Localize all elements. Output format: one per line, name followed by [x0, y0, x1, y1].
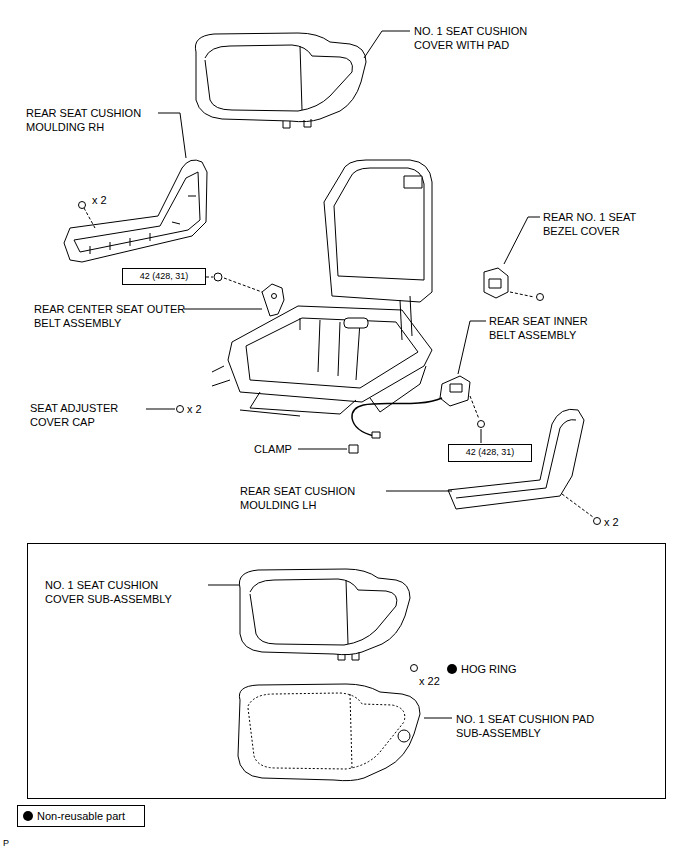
- part-label: NO. 1 SEAT CUSHION PAD SUB-ASSEMBLY: [456, 712, 596, 740]
- moulding-rh: [64, 160, 207, 262]
- cover-cap: [177, 406, 184, 413]
- cushion-cover-sub: [239, 569, 410, 660]
- part-label: HOG RING: [461, 662, 517, 676]
- legend-item: Non-reusable part: [18, 806, 144, 828]
- seat-frame: [212, 160, 432, 416]
- leader-lines: [146, 31, 540, 718]
- part-label: REAR SEAT CUSHION MOULDING LH: [240, 484, 380, 512]
- part-label: x 22: [419, 674, 440, 688]
- part-label: REAR CENTER SEAT OUTER BELT ASSEMBLY: [34, 302, 189, 330]
- hog-ring: [411, 665, 418, 672]
- count-label: x 2: [187, 402, 202, 416]
- count-label: x 2: [92, 193, 107, 207]
- count-label: CLAMP: [254, 442, 292, 456]
- part-label: NO. 1 SEAT CUSHION COVER SUB-ASSEMBLY: [45, 578, 200, 606]
- torque-box: 42 (428, 31): [122, 268, 206, 285]
- part-label: SEAT ADJUSTER COVER CAP: [30, 401, 142, 429]
- detail-frame: NO. 1 SEAT CUSHION COVER SUB-ASSEMBLY x 2…: [27, 543, 666, 799]
- bezel-cover: [484, 268, 544, 301]
- torque-value: 42 (428, 31): [453, 446, 527, 459]
- part-label: REAR SEAT CUSHION MOULDING RH: [26, 106, 166, 134]
- part-label: NO. 1 SEAT CUSHION COVER WITH PAD: [414, 24, 554, 52]
- legend-box: Non-reusable part: [17, 805, 145, 827]
- legend-swatch: [23, 811, 33, 821]
- inner-belt: [352, 376, 485, 438]
- part-label: REAR SEAT INNER BELT ASSEMBLY: [489, 314, 614, 342]
- torque-box: 42 (428, 31): [448, 444, 532, 462]
- clamp-part: [349, 445, 358, 453]
- cushion-pad-sub: [238, 684, 420, 781]
- center-belt: [206, 273, 284, 316]
- torque-value: 42 (428, 31): [127, 270, 201, 283]
- part-label: REAR NO. 1 SEAT BEZEL COVER: [543, 210, 658, 238]
- legend-text: Non-reusable part: [37, 809, 125, 823]
- cushion-cover-with-pad: [195, 33, 366, 128]
- count-label: P: [3, 836, 9, 850]
- moulding-lh: [448, 409, 601, 524]
- count-label: x 2: [604, 515, 619, 529]
- non-reusable-mark: [447, 664, 457, 674]
